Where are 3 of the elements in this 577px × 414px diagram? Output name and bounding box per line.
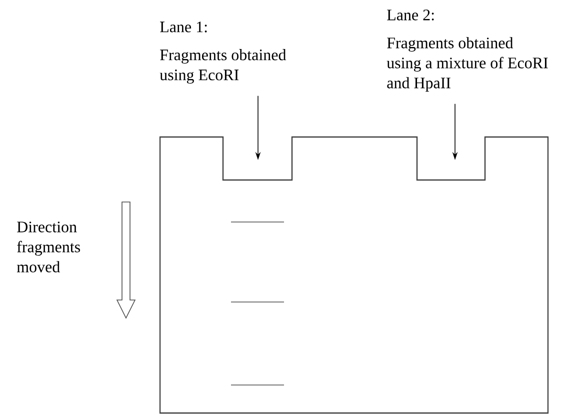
lane-description: Lane 1: Fragments obtained using EcoRI: [160, 22, 286, 84]
lane-description: Lane 2: Fragments obtained using a mixture of EcoRI and HpaII: [386, 10, 548, 92]
direction-label: Direction fragments moved: [16, 222, 80, 272]
